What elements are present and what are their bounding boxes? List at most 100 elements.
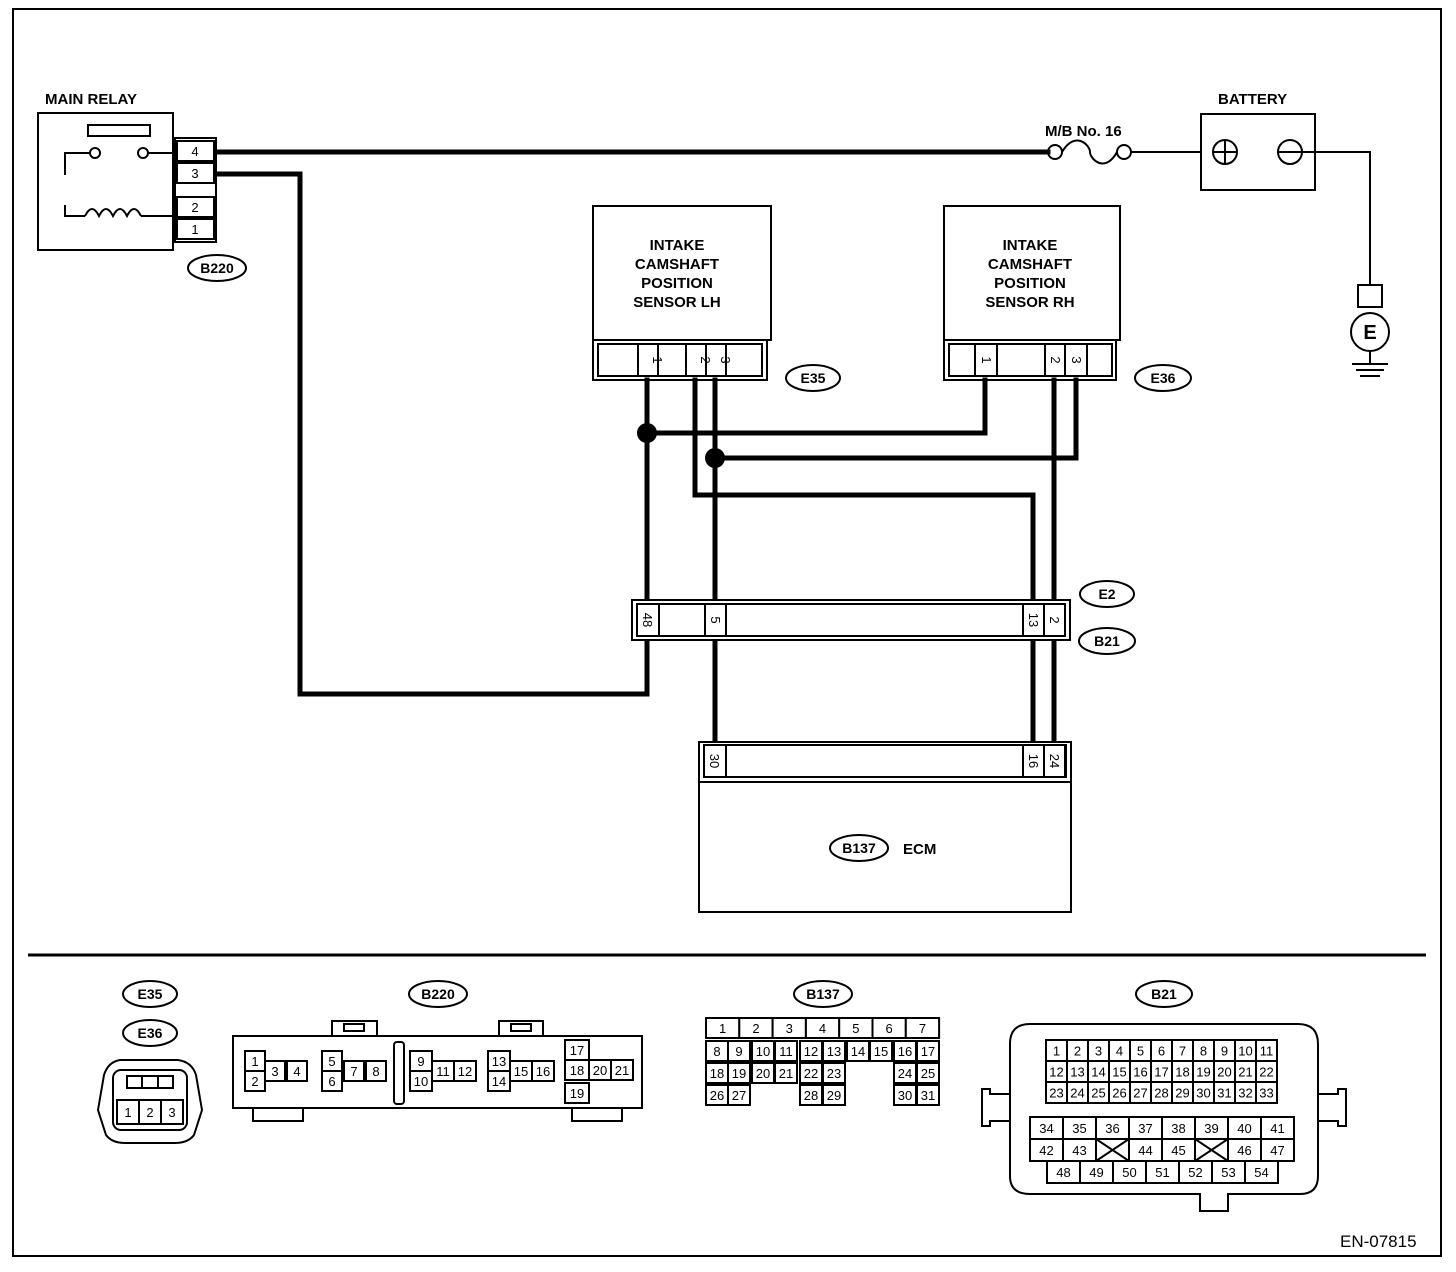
b137-pin-13-label: 13 xyxy=(827,1044,841,1059)
b21-pin-13-label: 13 xyxy=(1070,1065,1084,1080)
b137-pin-15-label: 15 xyxy=(874,1044,888,1059)
connector-view-e35-e36: E35 E36 1 2 3 xyxy=(96,980,204,1144)
b21-pin-4-label: 4 xyxy=(1116,1044,1123,1059)
junction-pin-48: 48 xyxy=(640,613,655,627)
b137-pin-20-label: 20 xyxy=(756,1066,770,1081)
b21-pin-49-label: 49 xyxy=(1089,1165,1103,1180)
b137-pin-9-cell xyxy=(727,1040,751,1062)
b220-pin-6-cell xyxy=(321,1070,343,1092)
b220-pin-8-cell xyxy=(365,1060,387,1082)
b220-pin-12-cell xyxy=(453,1060,477,1082)
b137-pin-29-cell xyxy=(822,1084,846,1106)
b220-pin-8-label: 8 xyxy=(372,1064,379,1079)
b137-pin-18-label: 18 xyxy=(710,1066,724,1081)
b21-pin-9-label: 9 xyxy=(1221,1044,1228,1059)
b137-pin-15-cell xyxy=(869,1040,893,1062)
b137-pin-17-cell xyxy=(916,1040,940,1062)
b137-pin-25-cell xyxy=(916,1062,940,1084)
b220-pin-4-label: 4 xyxy=(293,1064,300,1079)
b21-pin-38-label: 38 xyxy=(1171,1121,1185,1136)
b21-pin-48-label: 48 xyxy=(1056,1165,1070,1180)
b220-pin-7-cell xyxy=(343,1060,365,1082)
b21-pin-17-label: 17 xyxy=(1154,1065,1168,1080)
b220-pin-14-label: 14 xyxy=(492,1074,506,1089)
b137-pin-21-cell xyxy=(774,1062,798,1084)
relay-pin-4: 4 xyxy=(191,144,198,159)
b137-pin-31-cell xyxy=(916,1084,940,1106)
b21-pin-15-label: 15 xyxy=(1112,1065,1126,1080)
b21-pin-19-label: 19 xyxy=(1196,1065,1210,1080)
b21-pin-2-label: 2 xyxy=(1074,1044,1081,1059)
splice-point-icon xyxy=(637,423,657,443)
ecm-pin-24: 24 xyxy=(1047,754,1062,768)
b21-pin-18-label: 18 xyxy=(1175,1065,1189,1080)
b137-pin-11-label: 11 xyxy=(779,1044,793,1059)
ground-label: E xyxy=(1363,322,1376,344)
b220-pin-5-label: 5 xyxy=(328,1054,335,1069)
blank-cavity-icon xyxy=(1095,1138,1130,1162)
b220-pin-18-label: 18 xyxy=(570,1063,584,1078)
b21-pin-23-label: 23 xyxy=(1049,1086,1063,1101)
sensor-lh-label-3: POSITION xyxy=(641,275,713,292)
view-b220-tag: B220 xyxy=(421,986,455,1002)
view-e35-pin-1: 1 xyxy=(124,1105,131,1120)
wire-e36-3 xyxy=(712,377,1079,461)
b220-pin-4-cell xyxy=(286,1060,308,1082)
b220-pin-11-label: 11 xyxy=(436,1064,450,1079)
b137-pin-26-label: 26 xyxy=(710,1088,724,1103)
e2-tag-label: E2 xyxy=(1098,586,1115,602)
b220-pin-16-cell xyxy=(531,1060,555,1082)
b21-pin-50-label: 50 xyxy=(1122,1165,1136,1180)
b137-pin-19-label: 19 xyxy=(732,1066,746,1081)
b220-pin-12-label: 12 xyxy=(458,1064,472,1079)
b220-pin-7-label: 7 xyxy=(350,1064,357,1079)
ground: E xyxy=(1302,151,1390,377)
diagram-frame xyxy=(12,8,1442,1257)
b220-pin-9-label: 9 xyxy=(417,1054,424,1069)
b21-pin-53-label: 53 xyxy=(1221,1165,1235,1180)
battery: BATTERY xyxy=(1200,91,1316,191)
junction-connector-e2-b21: 48 5 13 2 E2 B21 xyxy=(631,580,1136,655)
wiring-harness xyxy=(213,149,1079,745)
sensor-rh-label-2: CAMSHAFT xyxy=(988,256,1072,273)
b137-pin-6-label: 6 xyxy=(886,1021,893,1036)
b21-pin-5-label: 5 xyxy=(1137,1044,1144,1059)
b137-pin-24-label: 24 xyxy=(898,1066,912,1081)
sensor-rh-label-1: INTAKE xyxy=(1003,237,1058,254)
b21-pin-46-label: 46 xyxy=(1237,1143,1251,1158)
b21-pin-36-label: 36 xyxy=(1105,1121,1119,1136)
ecm-pin-30: 30 xyxy=(707,754,722,768)
b21-pin-11-label: 11 xyxy=(1260,1044,1274,1059)
sensor-lh-label-1: INTAKE xyxy=(650,237,705,254)
b220-tag xyxy=(187,254,247,282)
b220-pin-16-label: 16 xyxy=(536,1064,550,1079)
b21-pin-27-label: 27 xyxy=(1133,1086,1147,1101)
view-e35-pin-2: 2 xyxy=(146,1105,153,1120)
wire-relay-3-to-b21-48 xyxy=(213,171,650,697)
b21-pin-10-label: 10 xyxy=(1238,1044,1252,1059)
b137-pin-3-label: 3 xyxy=(786,1021,793,1036)
b220-pin-20-label: 20 xyxy=(593,1063,607,1078)
b21-pin-31-label: 31 xyxy=(1217,1086,1231,1101)
b21-pin-8-label: 8 xyxy=(1200,1044,1207,1059)
e36-pin-3: 3 xyxy=(1069,356,1084,363)
b21-pin-21-label: 21 xyxy=(1238,1065,1252,1080)
b21-pin-30-label: 30 xyxy=(1196,1086,1210,1101)
b137-pin-16-label: 16 xyxy=(898,1044,912,1059)
b21-pin-3-label: 3 xyxy=(1095,1044,1102,1059)
b21-pin-7-label: 7 xyxy=(1179,1044,1186,1059)
blank-cavity-icon xyxy=(1194,1138,1229,1162)
b220-pin-21-label: 21 xyxy=(615,1063,629,1078)
b21-pin-33-cell xyxy=(1255,1081,1278,1104)
e36-pin-1: 1 xyxy=(979,356,994,363)
b21-pin-33-label: 33 xyxy=(1259,1086,1273,1101)
sensor-rh-label-4: SENSOR RH xyxy=(985,294,1074,311)
view-e35-pin-3: 3 xyxy=(168,1105,175,1120)
b137-pin-17-label: 17 xyxy=(921,1044,935,1059)
b220-pin-6-label: 6 xyxy=(328,1074,335,1089)
b21-pin-40-label: 40 xyxy=(1237,1121,1251,1136)
fuse-icon xyxy=(1061,139,1118,165)
b21-pin-37-label: 37 xyxy=(1138,1121,1152,1136)
